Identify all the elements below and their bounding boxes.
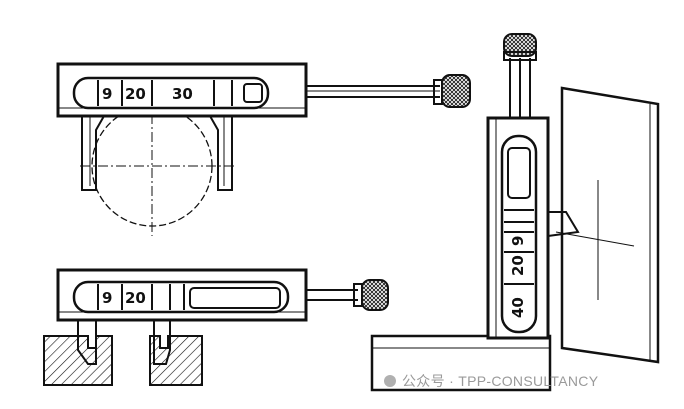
bottom-knurled-knob <box>361 279 389 311</box>
vertical-scale-label-20: 20 <box>509 255 527 276</box>
watermark-text: 公众号 · TPP-CONSULTANCY <box>402 373 599 389</box>
upright-workpiece <box>560 86 660 364</box>
vertical-scale-label-40: 40 <box>509 297 527 318</box>
watermark: 公众号 · TPP-CONSULTANCY <box>384 373 599 389</box>
top-knurled-knob <box>441 74 471 108</box>
wechat-icon <box>384 375 396 387</box>
base-plate <box>370 334 552 392</box>
top-scale-label-30: 30 <box>172 85 193 103</box>
top-gauge: 9 20 30 <box>56 62 471 236</box>
vertical-scale-label-9: 9 <box>509 236 527 246</box>
bottom-scale-label-20: 20 <box>125 289 146 307</box>
bottom-scale-window <box>72 280 290 314</box>
right-block <box>149 335 203 386</box>
top-scale-label-9: 9 <box>102 85 112 103</box>
vertical-knurled-knob <box>503 33 537 57</box>
bottom-scale-label-9: 9 <box>102 289 112 307</box>
top-scale-label-20: 20 <box>125 85 146 103</box>
bottom-gauge: 9 20 <box>43 268 389 386</box>
vertical-gauge: 9 20 40 <box>370 33 660 392</box>
